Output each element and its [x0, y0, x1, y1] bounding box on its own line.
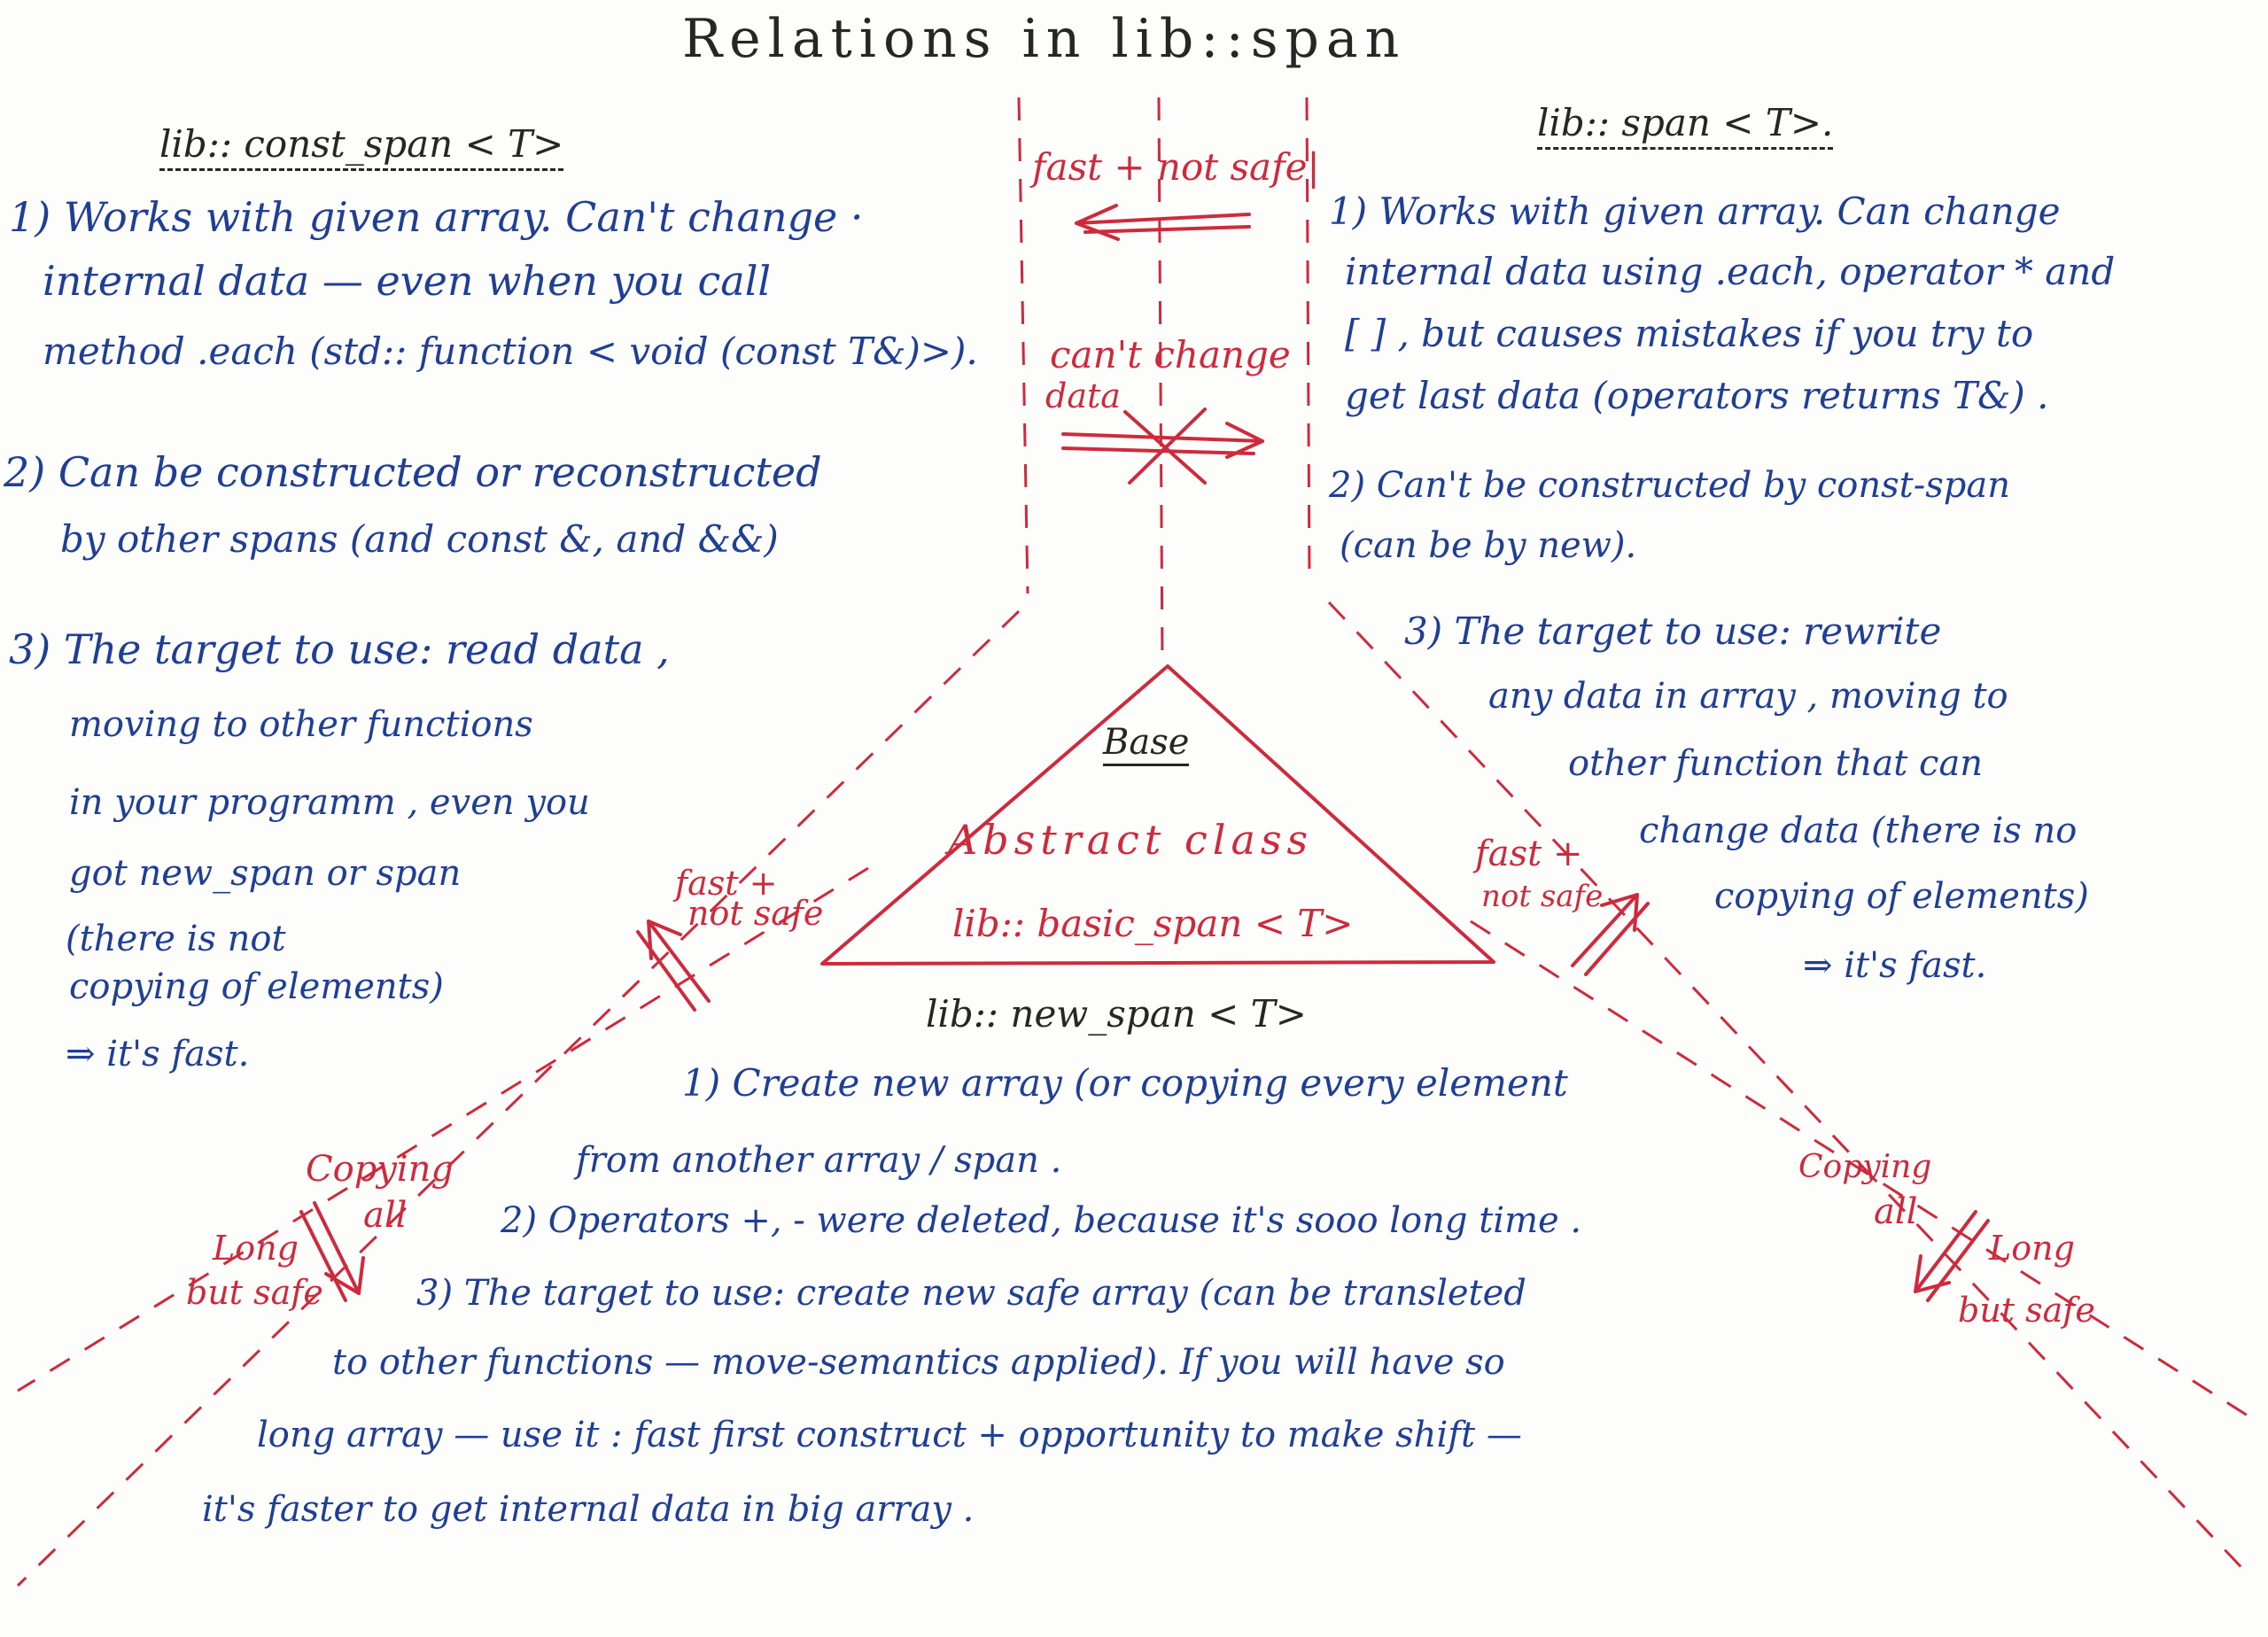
divider-right-diagonal: [1327, 601, 2252, 1579]
new-span-p3-line2: to other functions — move-semantics appl…: [332, 1342, 1505, 1383]
const-span-p3-line2: moving to other functions: [69, 704, 533, 745]
const-span-p3-line3: in your programm , even you: [69, 782, 590, 823]
const-span-p3-line6: copying of elements): [69, 966, 444, 1007]
bottom-right-copying-line1: Copying: [1798, 1149, 1932, 1185]
span-p2-line1: 2) Can't be constructed by const-span: [1329, 465, 2010, 506]
bottom-right-long-line1: Long: [1989, 1229, 2075, 1268]
span-p1-line1: 1) Works with given array. Can change: [1329, 190, 2061, 233]
span-p2-line2: (can be by new).: [1340, 525, 1637, 566]
span-p1-line4: get last data (operators returns T&) .: [1345, 374, 2049, 417]
span-p3-line2: any data in array , moving to: [1488, 676, 2008, 717]
new-span-p1-line2: from another array / span .: [576, 1140, 1062, 1181]
new-span-p2: 2) Operators +, - were deleted, because …: [501, 1200, 1582, 1241]
divider-center-vertical: [1157, 97, 1164, 665]
label-fast-not-safe-top: fast + not safe|: [1032, 145, 1320, 189]
arrow-span-to-const: [1075, 204, 1251, 241]
const-span-p1-line2: internal data — even when you call: [43, 257, 772, 305]
label-cant-change: can't change: [1050, 333, 1291, 376]
left-arrow-label-line1: fast +: [675, 864, 778, 903]
left-arrow-label-line2: not safe: [687, 894, 824, 933]
divider-left-diagonal: [16, 609, 1021, 1587]
right-arrow-label-line2: not safe: [1481, 879, 1604, 914]
new-span-p3-line3: long array — use it : fast first constru…: [257, 1415, 1522, 1455]
span-p3-line4: change data (there is no: [1639, 811, 2078, 851]
divider-bottom-left-diagonal: [17, 866, 869, 1393]
span-p1-line2: internal data using .each, operator * an…: [1345, 250, 2116, 293]
new-span-p1-line1: 1) Create new array (or copying every el…: [682, 1061, 1568, 1105]
new-span-p3-line4: it's faster to get internal data in big …: [202, 1489, 975, 1530]
bottom-right-copying-line2: all: [1874, 1191, 1918, 1232]
const-span-p3-line7: ⇒ it's fast.: [66, 1034, 250, 1075]
page-title: Relations in lib::span: [682, 8, 1407, 70]
label-data: data: [1045, 376, 1121, 415]
span-p3-line1: 3) The target to use: rewrite: [1404, 609, 1942, 653]
span-p3-line3: other function that can: [1568, 743, 1984, 784]
const-span-p3-line4: got new_span or span: [69, 853, 462, 894]
span-p1-line3: [ ] , but causes mistakes if you try to: [1345, 312, 2034, 355]
blocked-cross: [1123, 407, 1207, 485]
bottom-left-copying-line1: Copying: [306, 1149, 454, 1190]
const-span-p3-line1: 3) The target to use: read data ,: [9, 625, 670, 673]
const-span-p2-line1: 2) Can be constructed or reconstructed: [4, 448, 822, 496]
divider-left-vertical: [1017, 97, 1029, 594]
base-label: Base: [1103, 725, 1190, 766]
arrow-span-to-new: [1914, 1210, 1990, 1302]
bottom-left-copying-line2: all: [363, 1195, 408, 1236]
const-span-p1-line3: method .each (std:: function < void (con…: [43, 330, 978, 373]
basic-span-label: lib:: basic_span < T>: [952, 902, 1354, 945]
new-span-p3-line1: 3) The target to use: create new safe ar…: [416, 1273, 1526, 1314]
const-span-p2-line2: by other spans (and const &, and &&): [60, 517, 779, 561]
base-triangle: [820, 664, 1495, 966]
new-span-heading: lib:: new_span < T>: [926, 992, 1307, 1036]
arrow-const-to-new: [299, 1201, 365, 1302]
arrow-base-to-span: [1571, 893, 1650, 976]
span-p3-line5: copying of elements): [1714, 876, 2089, 917]
bottom-left-long-line2: but safe: [186, 1273, 323, 1312]
divider-bottom-right-diagonal: [1470, 919, 2251, 1419]
bottom-right-long-line2: but safe: [1958, 1291, 2095, 1330]
span-heading: lib:: span < T>.: [1537, 105, 1834, 150]
abstract-class-label: Abstract class: [948, 816, 1314, 864]
const-span-p3-line5: (there is not: [66, 919, 286, 959]
right-arrow-label-line1: fast +: [1475, 834, 1583, 874]
arrow-const-to-span-blocked: [1061, 422, 1264, 459]
span-p3-line6: ⇒ it's fast.: [1803, 945, 1987, 986]
const-span-heading: lib:: const_span < T>: [159, 126, 564, 171]
arrow-base-to-const: [636, 919, 711, 1012]
bottom-left-long-line1: Long: [213, 1229, 299, 1268]
const-span-p1-line1: 1) Works with given array. Can't change …: [9, 193, 864, 241]
